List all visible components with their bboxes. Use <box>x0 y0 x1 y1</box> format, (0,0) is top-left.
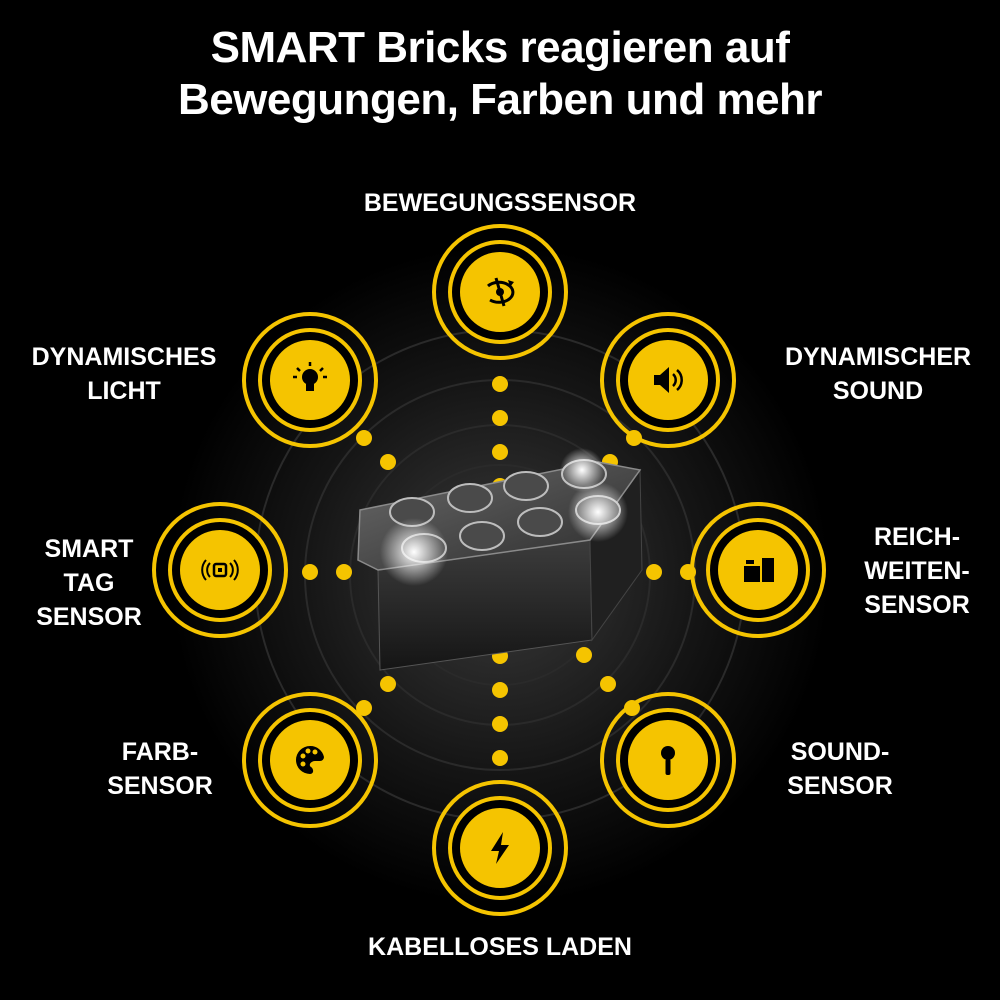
headline-line-1: SMART Bricks reagieren auf <box>210 23 790 72</box>
microphone-icon <box>661 746 675 775</box>
speaker-icon <box>654 367 683 393</box>
label-dynamic-sound: DYNAMISCHER SOUND <box>784 343 972 405</box>
label-color-sensor: FARB- SENSOR <box>107 738 213 800</box>
label-smart-tag-sensor: SMART TAG SENSOR <box>36 535 142 631</box>
motion-sensor-icon <box>487 277 515 307</box>
connector-dots <box>302 376 696 766</box>
range-sensor-icon <box>744 558 774 582</box>
palette-icon <box>296 745 324 774</box>
label-wireless-charging: KABELLOSES LADEN <box>368 933 632 961</box>
lightbulb-icon <box>293 362 327 391</box>
smart-tag-icon <box>201 559 239 581</box>
feature-badge-color <box>242 692 378 828</box>
lightning-icon <box>491 832 509 864</box>
feature-badge-light <box>242 312 378 448</box>
label-range-sensor: REICH- WEITEN- SENSOR <box>864 523 970 619</box>
label-dynamic-light: DYNAMISCHES LICHT <box>31 343 217 405</box>
feature-badge-sound-sensor <box>600 692 736 828</box>
headline: SMART Bricks reagieren auf Bewegungen, F… <box>0 22 1000 126</box>
smart-brick-image <box>357 448 643 671</box>
label-sound-sensor: SOUND- SENSOR <box>787 738 893 800</box>
feature-badge-range <box>690 502 826 638</box>
headline-line-2: Bewegungen, Farben und mehr <box>177 75 823 124</box>
label-motion-sensor: BEWEGUNGSSENSOR <box>363 189 637 217</box>
feature-badge-sound <box>600 312 736 448</box>
feature-badge-motion <box>432 224 568 360</box>
feature-badge-charging <box>432 780 568 916</box>
feature-badge-tag <box>152 502 288 638</box>
